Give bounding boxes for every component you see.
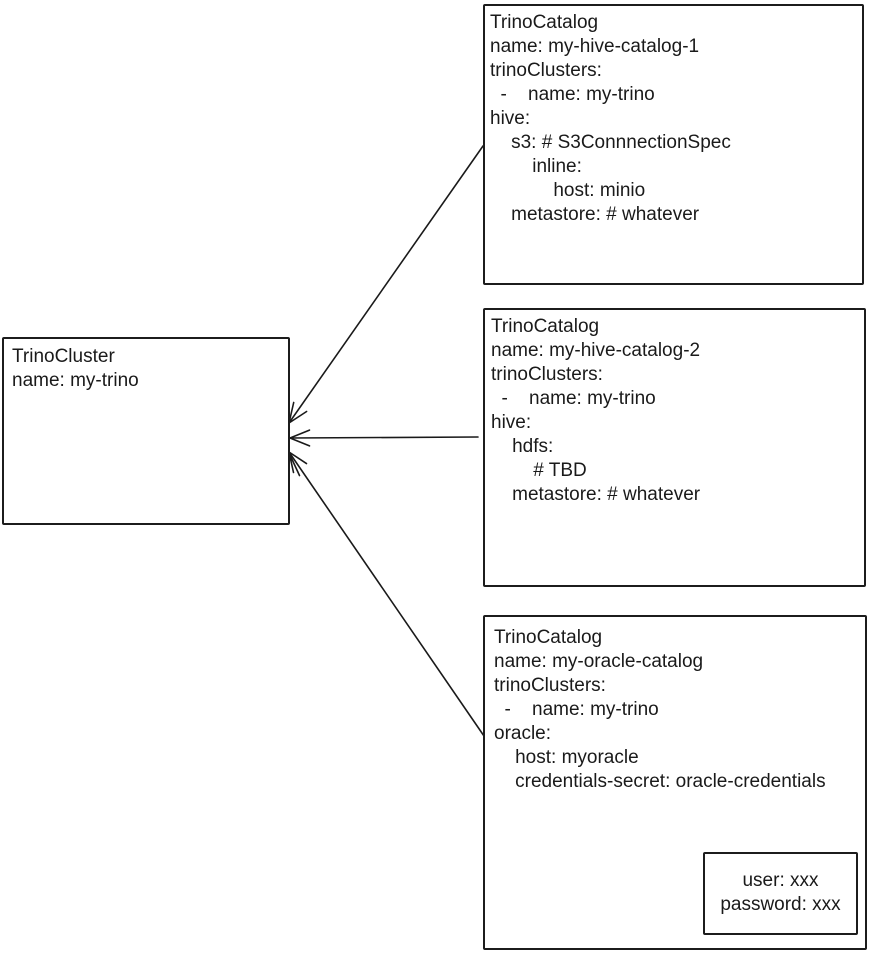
trino-catalog-3-yaml: TrinoCatalog name: my-oracle-catalog tri… xyxy=(494,627,826,792)
connector-oracle-catalog-to-cluster[interactable] xyxy=(288,451,485,737)
arrowhead-icon xyxy=(288,451,308,477)
connector-hive-catalog-1-to-cluster[interactable] xyxy=(288,145,484,424)
arrowhead-icon xyxy=(288,401,308,424)
connector-line xyxy=(289,436,479,439)
trino-cluster-node[interactable]: TrinoCluster name: my-trino xyxy=(2,337,290,525)
credentials-secret-node[interactable]: user: xxx password: xxx xyxy=(703,852,858,935)
credentials-secret-yaml: user: xxx password: xxx xyxy=(720,870,841,915)
trino-catalog-1-yaml: TrinoCatalog name: my-hive-catalog-1 tri… xyxy=(490,12,731,225)
trino-catalog-2-yaml: TrinoCatalog name: my-hive-catalog-2 tri… xyxy=(491,316,701,505)
connector-line xyxy=(288,451,485,737)
arrowhead-icon xyxy=(289,429,311,447)
connector-hive-catalog-2-to-cluster[interactable] xyxy=(289,429,479,447)
trino-cluster-yaml: TrinoCluster name: my-trino xyxy=(12,346,139,391)
trino-catalog-node-hive-2[interactable]: TrinoCatalog name: my-hive-catalog-2 tri… xyxy=(483,308,866,587)
connector-line xyxy=(288,145,484,424)
trino-catalog-node-hive-1[interactable]: TrinoCatalog name: my-hive-catalog-1 tri… xyxy=(483,4,864,285)
trino-catalog-node-oracle[interactable]: TrinoCatalog name: my-oracle-catalog tri… xyxy=(483,615,867,950)
